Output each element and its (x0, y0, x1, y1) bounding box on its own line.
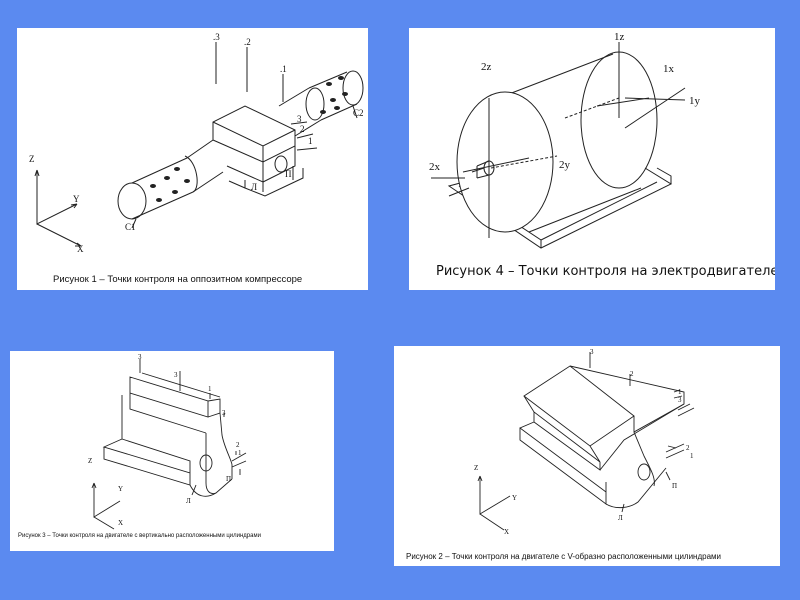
label-point-2: .2 (244, 37, 251, 47)
cylinder-c1-end (117, 182, 147, 220)
figure-4-caption: Рисунок 4 – Точки контроля на электродви… (436, 264, 775, 279)
label-b3: 3 (174, 371, 178, 379)
label-p: П (226, 475, 231, 483)
compressor-drawing: .3 .2 .1 3 2 1 С2 С1 Л П Z Y X (29, 32, 364, 254)
engine-block-right (205, 412, 233, 494)
base-plate (228, 168, 304, 197)
label-point-1: .1 (280, 64, 287, 74)
label-x: X (118, 519, 123, 527)
motor-front-end (456, 91, 554, 233)
cylinder-c2-holes (320, 76, 348, 114)
figure-2-panel: 3 2 1 3 2 1 Л П Z Y X Рисунок 2 – Точки … (394, 346, 780, 566)
cylinder-c2-rear (305, 87, 325, 121)
label-c2: С2 (353, 108, 364, 118)
cylinder-c1-holes (150, 167, 190, 202)
label-1z: 1z (614, 31, 625, 43)
label-y: Y (118, 485, 123, 493)
v-engine-block (519, 421, 607, 505)
label-c1: 1 (678, 388, 682, 396)
label-c1: 1 (208, 385, 212, 393)
label-l: Л (618, 514, 623, 522)
axes (34, 169, 82, 247)
label-2z: 2z (481, 61, 492, 73)
label-z: Z (29, 154, 35, 164)
figure-3-panel: 3 3 1 3 2 1 Л П Z Y X Рисунок 3 – Точки … (10, 351, 334, 551)
label-z: Z (88, 457, 92, 465)
label-1x: 1x (663, 63, 675, 75)
label-a3: 3 (590, 348, 594, 356)
figure-1-caption: Рисунок 1 – Точки контроля на оппозитном… (53, 274, 303, 285)
label-x: X (504, 528, 509, 536)
cylinder-c2-end (342, 70, 364, 106)
engine-head (129, 372, 221, 434)
figure-4-panel: 1z 1x 1y 2z 2x 2y Рисунок 4 – Точки конт… (409, 28, 775, 290)
label-f1: 1 (690, 452, 694, 460)
cone-left (186, 139, 224, 193)
label-l: Л (186, 497, 191, 505)
engine-bottom (189, 452, 247, 497)
vertical-engine-drawing: 3 3 1 3 2 1 Л П Z Y X (88, 353, 247, 530)
label-a3: 3 (138, 353, 142, 361)
label-num-2: 2 (300, 124, 305, 134)
v-engine-bottom (605, 403, 695, 509)
label-c1: С1 (125, 222, 136, 232)
figure-2-caption: Рисунок 2 – Точки контроля на двигателе … (406, 552, 722, 561)
label-1y: 1y (689, 95, 701, 107)
crankcase-top (212, 105, 296, 163)
label-2y: 2y (559, 159, 571, 171)
label-y: Y (512, 494, 517, 502)
label-num-1: 1 (308, 136, 313, 146)
motor-body (508, 53, 642, 233)
v-engine-drawing: 3 2 1 3 2 1 Л П Z Y X (474, 348, 695, 536)
v-engine-crank-hole (637, 463, 651, 481)
v-engine-right-bank (523, 365, 685, 447)
rear-axes (596, 42, 686, 129)
engine-crank-hole (199, 454, 213, 472)
label-e2: 2 (236, 441, 240, 449)
engine-block-left (102, 395, 191, 486)
label-d3: 3 (678, 396, 682, 404)
label-z: Z (474, 464, 478, 472)
shaft-hole (274, 155, 288, 173)
figure-3-caption: Рисунок 3 – Точки контроля на двигателе … (18, 533, 261, 539)
motor-drawing: 1z 1x 1y 2z 2x 2y (429, 31, 701, 249)
label-l: Л (251, 182, 257, 192)
label-x: X (77, 244, 84, 254)
label-num-3: 3 (297, 114, 302, 124)
label-2x: 2x (429, 161, 441, 173)
label-d3: 3 (222, 409, 226, 417)
v-engine-left-bank (523, 395, 601, 471)
axes (91, 482, 121, 530)
label-p: П (672, 482, 677, 490)
motor-base (447, 167, 673, 249)
label-p: П (285, 169, 292, 179)
label-y: Y (73, 194, 80, 204)
figure-1-panel: .3 .2 .1 3 2 1 С2 С1 Л П Z Y X Рисунок 1… (17, 28, 368, 290)
label-f1: 1 (238, 449, 242, 457)
label-e2: 2 (686, 444, 690, 452)
cylinder-c2-body (308, 71, 358, 121)
label-b2: 2 (630, 370, 634, 378)
label-point-3: .3 (213, 32, 220, 42)
cone-right (278, 87, 322, 137)
axes (477, 475, 511, 531)
